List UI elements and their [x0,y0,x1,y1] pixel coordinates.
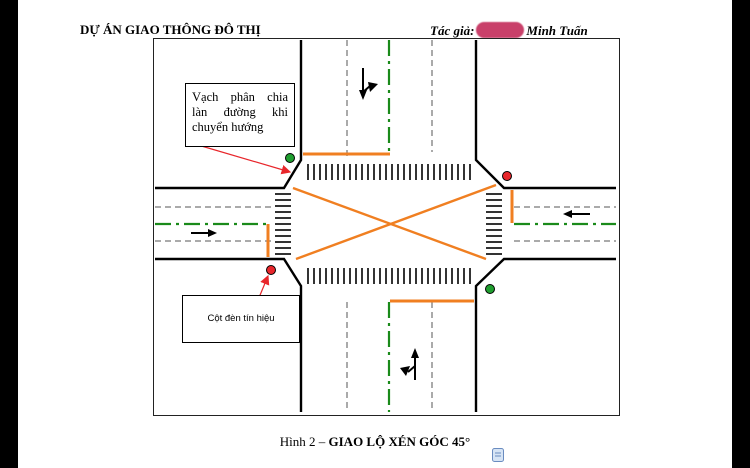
crosswalk-bottom [307,268,471,284]
arrow-left-road [191,229,217,237]
arrow-bottom-road-straight-left [407,356,416,380]
caption-title: GIAO LỘ XÉN GÓC 45° [328,434,471,449]
arrow-bottom-road-head-left [400,366,410,376]
signal-pole-top-right [502,171,512,181]
center-lines [155,40,616,412]
author-name: Minh Tuấn [526,23,588,38]
turn-guide-line-2 [295,183,497,261]
author-line: Tác giả: Minh Tuấn [430,22,588,39]
road-edge-top-left [155,40,303,190]
arrow-top-road-straight-right [362,68,371,93]
diagram-frame [153,38,620,416]
intersection-diagram [155,40,616,412]
crosswalk-left [275,193,291,255]
crosswalk-top [307,164,471,180]
road-edges [155,40,616,412]
arrow-top-road-head-down [359,90,367,100]
crosswalk-right [486,193,502,255]
signal-pole-top-left [285,153,295,163]
signal-pole-bottom-left [266,265,276,275]
redaction-mark [476,22,525,38]
callout-signal-pole: Cột đèn tín hiệu [182,295,300,343]
figure-caption: Hình 2 – GIAO LỘ XÉN GÓC 45° [18,434,732,450]
arrow-bottom-road-head-up [411,348,419,358]
arrow-top-road-head-right [368,82,378,92]
document-icon[interactable] [492,448,504,462]
lane-lines [155,40,616,412]
stop-lines [266,152,514,303]
road-edge-bottom-left [155,257,303,412]
caption-prefix: Hình 2 – [279,434,329,449]
leader-lane-divider [197,144,292,175]
author-label: Tác giả: [430,23,475,38]
document-page: DỰ ÁN GIAO THÔNG ĐÔ THỊ Tác giả: Minh Tuấ… [18,0,732,468]
arrow-right-road [563,210,590,218]
project-title: DỰ ÁN GIAO THÔNG ĐÔ THỊ [80,22,261,37]
road-edge-bottom-right [474,257,616,412]
turn-guide-lines [292,183,497,261]
callout-lane-divider: Vạch phân chia làn đường khi chuyển hướn… [185,83,295,147]
road-edge-top-right [474,40,616,190]
signal-pole-bottom-right [485,284,495,294]
